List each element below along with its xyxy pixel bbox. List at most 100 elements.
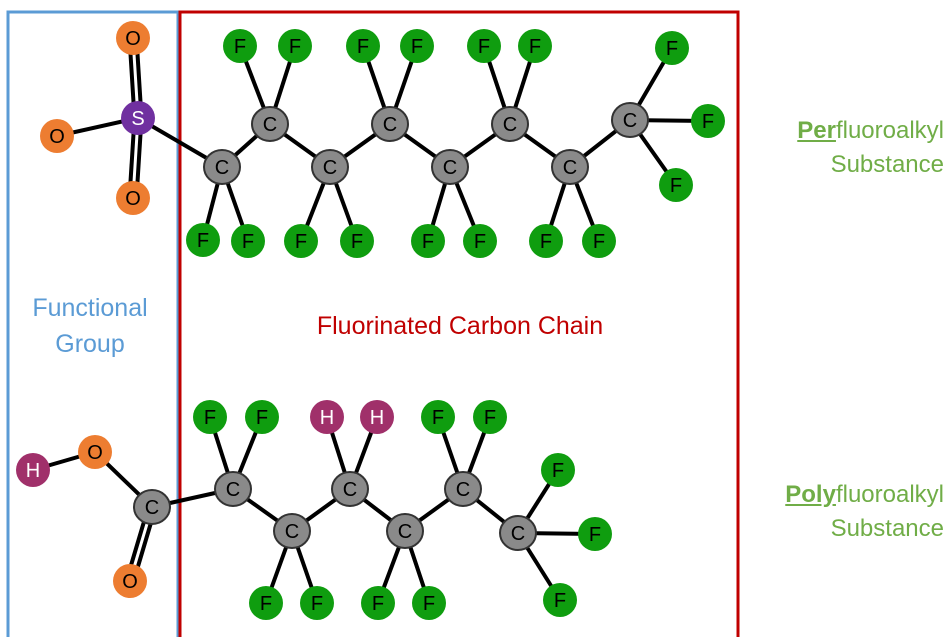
- carbon-atom: C: [611, 102, 649, 138]
- sulfur-symbol: S: [131, 108, 144, 130]
- fluorine-symbol: F: [554, 590, 566, 612]
- fluorine-symbol: F: [670, 175, 682, 197]
- oxygen-symbol: O: [125, 28, 141, 50]
- fluorine-atom: F: [463, 224, 497, 258]
- fluorine-symbol: F: [351, 231, 363, 253]
- fluorine-symbol: F: [422, 231, 434, 253]
- polyfluoroalkyl-rest: fluoroalkyl: [835, 481, 944, 508]
- fluorine-symbol: F: [702, 111, 714, 133]
- fluorine-symbol: F: [204, 407, 216, 429]
- fluorine-symbol: F: [311, 593, 323, 615]
- fluorine-atom: F: [467, 29, 501, 63]
- fluorine-atom: F: [340, 224, 374, 258]
- functional-group-label-line2: Group: [55, 330, 125, 358]
- carbon-atom: C: [551, 149, 589, 185]
- carbon-symbol: C: [443, 157, 457, 179]
- carbon-symbol: C: [503, 114, 517, 136]
- fluorine-symbol: F: [289, 36, 301, 58]
- carbon-symbol: C: [398, 521, 412, 543]
- fluorine-symbol: F: [256, 407, 268, 429]
- oxygen-symbol: O: [49, 126, 65, 148]
- fluorine-atom: F: [412, 586, 446, 620]
- functional-group-label-line1: Functional: [32, 294, 148, 322]
- fluorine-symbol: F: [295, 231, 307, 253]
- fluorine-symbol: F: [242, 231, 254, 253]
- hydrogen-symbol: H: [320, 407, 334, 429]
- carbon-atom: C: [331, 471, 369, 507]
- oxygen-atom: O: [113, 564, 147, 598]
- fluorine-atom: F: [223, 29, 257, 63]
- carbon-atom: C: [311, 149, 349, 185]
- fluorine-atom: F: [231, 224, 265, 258]
- carbon-symbol: C: [343, 479, 357, 501]
- polyfluoroalkyl-label: Polyfluoroalkyl Substance: [785, 478, 944, 546]
- carbon-symbol: C: [623, 110, 637, 132]
- carbon-symbol: C: [263, 114, 277, 136]
- carbon-symbol: C: [215, 157, 229, 179]
- fluorine-atom: F: [421, 400, 455, 434]
- fluorine-atom: F: [411, 224, 445, 258]
- fluorine-atom: F: [249, 586, 283, 620]
- fluorine-atom: F: [655, 31, 689, 65]
- fluorine-symbol: F: [197, 230, 209, 252]
- carbon-atom: C: [371, 106, 409, 142]
- carbon-atom: C: [273, 513, 311, 549]
- carbon-symbol: C: [323, 157, 337, 179]
- fluorine-symbol: F: [234, 36, 246, 58]
- fluorine-atom: F: [578, 517, 612, 551]
- fluorine-atom: F: [193, 400, 227, 434]
- atoms: O S O O C C C C C C C C F F F F F F F F F F F F F F F F F H O C O C C C C C C F…: [16, 21, 725, 620]
- carbon-chain-label: Fluorinated Carbon Chain: [316, 312, 604, 340]
- fluorine-atom: F: [543, 583, 577, 617]
- fluorine-atom: F: [300, 586, 334, 620]
- fluorine-symbol: F: [478, 36, 490, 58]
- hydrogen-atom: H: [16, 453, 50, 487]
- carbon-symbol: C: [145, 497, 159, 519]
- fluorine-symbol: F: [372, 593, 384, 615]
- functional-group-label: Functional Group: [10, 290, 170, 362]
- carbon-atom: C: [133, 489, 171, 525]
- oxygen-atom: O: [78, 435, 112, 469]
- fluorine-atom: F: [582, 224, 616, 258]
- carbon-atom: C: [203, 149, 241, 185]
- carbon-atom: C: [251, 106, 289, 142]
- perfluoroalkyl-line2: Substance: [830, 151, 944, 178]
- fluorine-atom: F: [346, 29, 380, 63]
- hydrogen-symbol: H: [26, 460, 40, 482]
- sulfur-atom: S: [121, 101, 155, 135]
- carbon-symbol: C: [563, 157, 577, 179]
- perfluoroalkyl-label: Perfluoroalkyl Substance: [797, 114, 944, 182]
- fluorine-atom: F: [691, 104, 725, 138]
- hydrogen-atom: H: [310, 400, 344, 434]
- fluorine-atom: F: [659, 168, 693, 202]
- carbon-chain-box: [178, 10, 740, 637]
- fluorine-atom: F: [361, 586, 395, 620]
- fluorine-atom: F: [400, 29, 434, 63]
- carbon-atom: C: [386, 513, 424, 549]
- carbon-symbol: C: [456, 479, 470, 501]
- fluorine-atom: F: [541, 453, 575, 487]
- fluorine-symbol: F: [589, 524, 601, 546]
- oxygen-symbol: O: [125, 188, 141, 210]
- carbon-atom: C: [431, 149, 469, 185]
- fluorine-symbol: F: [357, 36, 369, 58]
- fluorine-symbol: F: [666, 38, 678, 60]
- hydrogen-symbol: H: [370, 407, 384, 429]
- fluorine-symbol: F: [540, 231, 552, 253]
- oxygen-atom: O: [40, 119, 74, 153]
- fluorine-atom: F: [518, 29, 552, 63]
- oxygen-symbol: O: [87, 442, 103, 464]
- fluorine-atom: F: [284, 224, 318, 258]
- fluorine-symbol: F: [529, 36, 541, 58]
- fluorine-atom: F: [473, 400, 507, 434]
- perfluoroalkyl-rest: fluoroalkyl: [835, 117, 944, 144]
- fluorine-symbol: F: [432, 407, 444, 429]
- fluorine-atom: F: [529, 224, 563, 258]
- carbon-symbol: C: [511, 523, 525, 545]
- carbon-atom: C: [491, 106, 529, 142]
- carbon-atom: C: [214, 471, 252, 507]
- perfluoroalkyl-prefix: Per: [797, 117, 836, 144]
- carbon-symbol: C: [285, 521, 299, 543]
- fluorine-symbol: F: [423, 593, 435, 615]
